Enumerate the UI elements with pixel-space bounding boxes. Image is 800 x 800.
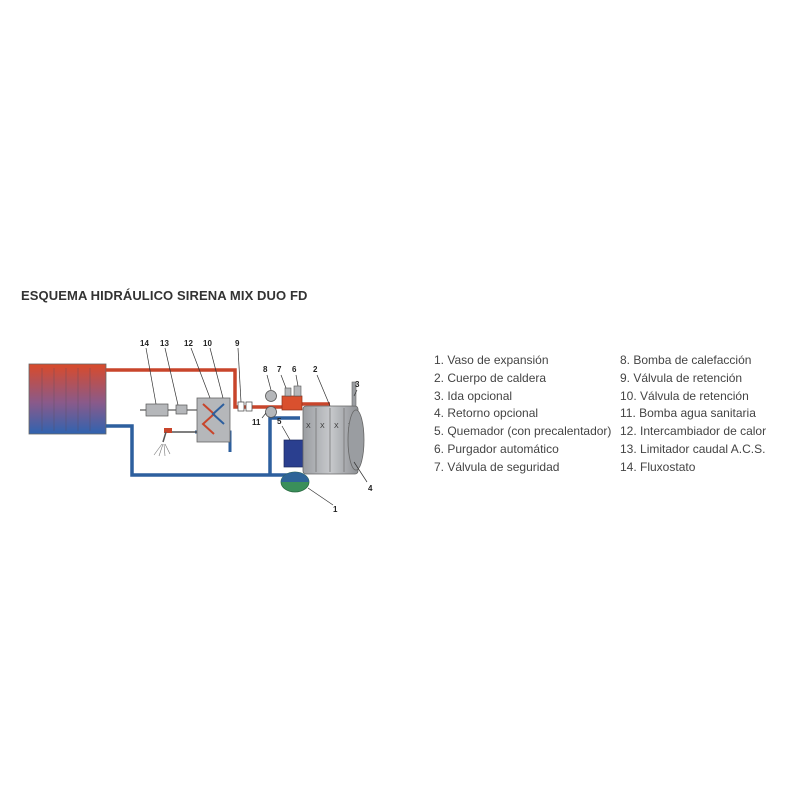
callout-8: 8: [263, 365, 268, 374]
callout-13: 13: [160, 339, 169, 348]
legend-item: 9. Válvula de retención: [620, 370, 743, 385]
callout-10: 10: [203, 339, 212, 348]
callout-4: 4: [368, 484, 373, 493]
page-title: ESQUEMA HIDRÁULICO SIRENA MIX DUO FD: [21, 288, 308, 303]
legend-item: 2. Cuerpo de caldera: [434, 370, 547, 385]
sanitary-pump: [265, 406, 277, 418]
callout-9: 9: [235, 339, 240, 348]
callout-5: 5: [277, 417, 282, 426]
legend-item: 5. Quemador (con precalentador): [434, 424, 612, 439]
automatic-purger: [293, 385, 302, 397]
heating-pump: [265, 390, 277, 402]
legend-item: 4. Retorno opcional: [434, 406, 539, 421]
legend-item: 8. Bomba de calefacción: [620, 353, 752, 367]
heat-exchanger: [196, 397, 231, 443]
callout-6: 6: [292, 365, 297, 374]
callout-7: 7: [277, 365, 282, 374]
callout-leaders: [145, 347, 368, 506]
burner: [283, 439, 305, 468]
legend-right-column: 8. Bomba de calefacción 9. Válvula de re…: [620, 352, 766, 477]
legend-item: 6. Purgador automático: [434, 441, 559, 456]
legend-item: 7. Válvula de seguridad: [434, 459, 560, 474]
callout-11: 11: [252, 418, 261, 427]
boiler-body: X X X X: [302, 381, 365, 475]
legend-item: 14. Fluxostato: [620, 459, 696, 474]
callout-12: 12: [184, 339, 193, 348]
legend-item: 3. Ida opcional: [434, 388, 513, 403]
hot-supply-pipe: [106, 368, 296, 409]
legend-left-column: 1. Vaso de expansión 2. Cuerpo de calder…: [434, 352, 611, 477]
svg-text:X: X: [320, 423, 325, 430]
callout-1: 1: [333, 505, 338, 514]
legend-item: 1. Vaso de expansión: [434, 353, 549, 367]
cold-return-pipe: [106, 424, 300, 477]
expansion-vessel: [280, 471, 310, 493]
legend-item: 11. Bomba agua sanitaria: [620, 406, 756, 421]
shower-tap: [153, 428, 197, 457]
callout-2: 2: [313, 365, 318, 374]
svg-text:X: X: [306, 423, 311, 430]
check-valve-10: [245, 401, 253, 412]
legend-item: 10. Válvula de retención: [620, 388, 749, 403]
callout-3: 3: [355, 380, 360, 389]
legend-item: 13. Limitador caudal A.C.S.: [620, 441, 766, 456]
flow-limiter: [168, 404, 197, 415]
check-valve-9: [237, 401, 245, 412]
flow-switch: [140, 403, 169, 417]
cold-return-pipe-boiler: [268, 416, 300, 475]
callout-14: 14: [140, 339, 149, 348]
svg-text:X: X: [334, 423, 339, 430]
radiator: [28, 363, 107, 435]
callout-numbers: 1 2 3 4 5 6 7 8 9 10 11 12 13 14: [140, 339, 373, 514]
legend-item: 12. Intercambiador de calor: [620, 424, 767, 439]
safety-valve: [281, 387, 303, 411]
